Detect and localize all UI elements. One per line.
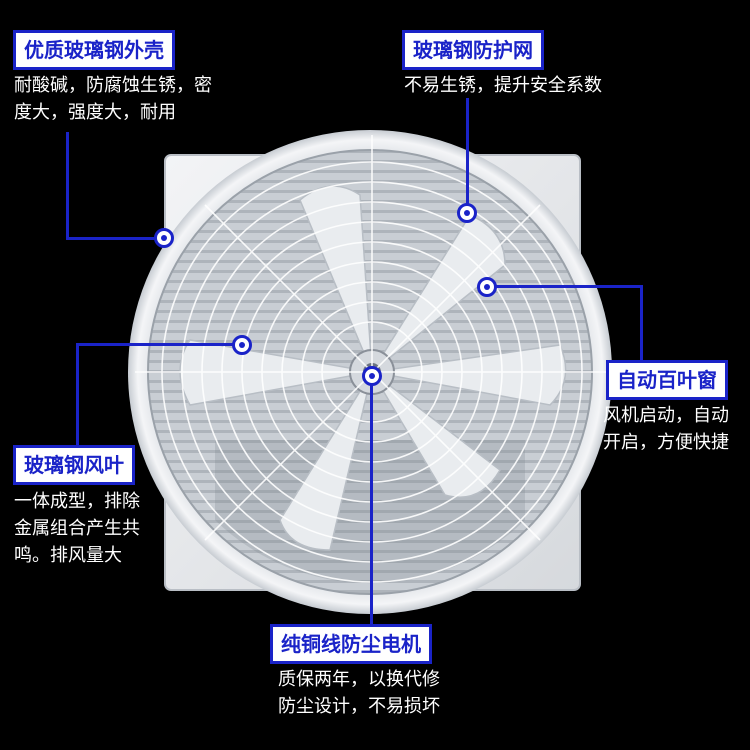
blade-connector-vertical [76,343,79,445]
shell-connector-horizontal [66,237,162,240]
shell-callout-desc: 耐酸碱，防腐蚀生锈，密 度大，强度大，耐用 [14,72,212,126]
blade-desc-line-2: 金属组合产生共 [14,518,140,539]
motor-callout-desc: 质保两年，以换代修 防尘设计，不易损坏 [278,666,440,720]
shell-target-dot-icon [154,228,174,248]
blade-target-dot-icon [232,335,252,355]
shell-callout-title: 优质玻璃钢外壳 [13,30,175,70]
shell-connector-vertical [66,132,69,240]
blade-callout-title: 玻璃钢风叶 [13,445,135,485]
motor-callout-title: 纯铜线防尘电机 [270,624,432,664]
motor-desc-line-2: 防尘设计，不易损坏 [278,696,440,717]
louver-connector-horizontal [488,285,643,288]
blade-desc-line-3: 鸣。排风量大 [14,545,122,566]
guard-callout-title: 玻璃钢防护网 [402,30,544,70]
motor-connector [370,375,373,630]
blade-desc-line-1: 一体成型，排除 [14,491,140,512]
shell-desc-line-1: 耐酸碱，防腐蚀生锈，密 [14,75,212,96]
blade-callout-desc: 一体成型，排除 金属组合产生共 鸣。排风量大 [14,488,140,569]
louver-callout-desc: 风机启动，自动 开启，方便快捷 [603,402,729,456]
motor-desc-line-1: 质保两年，以换代修 [278,669,440,690]
louver-desc-line-1: 风机启动，自动 [603,405,729,426]
motor-target-dot-icon [362,366,382,386]
guard-callout-desc: 不易生锈，提升安全系数 [404,72,602,99]
louver-connector-vertical [640,285,643,360]
guard-connector [466,98,469,204]
guard-target-dot-icon [457,203,477,223]
louver-callout-title: 自动百叶窗 [606,360,728,400]
blade-connector-horizontal [76,343,242,346]
shell-desc-line-2: 度大，强度大，耐用 [14,102,176,123]
guard-desc-line-1: 不易生锈，提升安全系数 [404,75,602,96]
louver-desc-line-2: 开启，方便快捷 [603,432,729,453]
louver-target-dot-icon [477,277,497,297]
